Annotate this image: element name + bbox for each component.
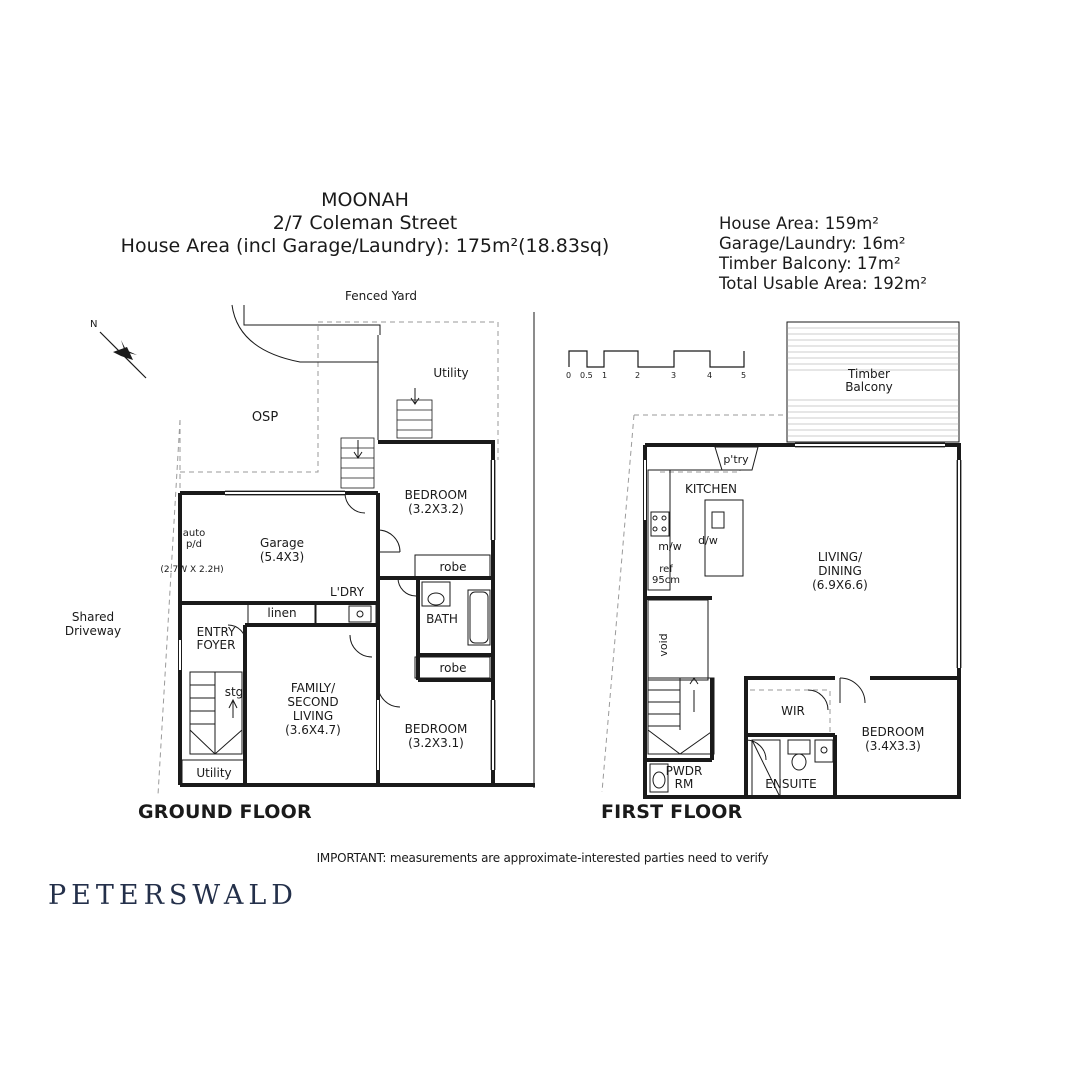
void-label: void [657,633,670,656]
north-label: N [90,319,97,330]
house-area-line: House Area (incl Garage/Laundry): 175m²(… [120,235,610,257]
auto-door-label-2: p/d [186,539,202,550]
entry-foyer-label-2: FOYER [197,638,236,652]
scale-bar [568,350,745,368]
robe2-label: robe [439,661,466,675]
bedroom-name: BEDROOM [862,725,925,739]
scale-tick: 2 [635,371,640,380]
family-size: (3.6X4.7) [285,723,341,737]
storage-label: stg [225,685,244,699]
laundry-label: L'DRY [330,585,365,599]
entry-foyer-label: ENTRY [197,625,236,639]
total-usable-area: Total Usable Area: 192m² [719,274,927,293]
door-size-label: (2.7W X 2.2H) [160,565,223,575]
linen-label: linen [267,606,296,620]
scale-bar-ticks: 0 0.5 1 2 3 4 5 [566,371,746,380]
bedroom1-size: (3.2X3.2) [408,502,464,516]
first-floor-plan: Timber Balcony p'try KITCHEN m/w d/w ref… [601,321,962,799]
scale-tick: 3 [671,371,676,380]
auto-door-label: auto [183,528,206,539]
ensuite-label: ENSUITE [765,777,816,791]
bedroom2-size: (3.2X3.1) [408,736,464,750]
fridge-label: ref [659,564,673,575]
bedroom-size: (3.4X3.3) [865,739,921,753]
powder-label: PWDR [666,764,703,778]
family-label-2: SECOND [287,695,338,709]
living-label-1: LIVING/ [818,550,863,564]
plan-header: MOONAH 2/7 Coleman Street House Area (in… [80,189,650,258]
address-line: 2/7 Coleman Street [272,212,458,234]
area-summary: House Area: 159m² Garage/Laundry: 16m² T… [719,214,927,294]
fenced-yard-label: Fenced Yard [345,289,417,303]
timber-balcony [786,321,960,443]
osp-label: OSP [252,410,278,425]
shared-driveway-label-2: Driveway [65,624,121,638]
bath-label: BATH [426,612,458,626]
garage-laundry-area: Garage/Laundry: 16m² [719,234,906,253]
family-label-1: FAMILY/ [291,681,336,695]
scale-tick: 0 [566,371,571,380]
ground-floor-title: GROUND FLOOR [138,801,312,823]
ground-floor-plan: Fenced Yard Utility OSP BEDROOM (3.2X3.2… [65,289,535,796]
robe1-label: robe [439,560,466,574]
living-size: (6.9X6.6) [812,578,868,592]
living-label-2: DINING [818,564,862,578]
bedroom1-name: BEDROOM [405,488,468,502]
family-label-3: LIVING [293,709,333,723]
balcony-label-2: Balcony [845,380,893,394]
upper-outline [601,414,831,793]
kitchen-fixtures [647,446,866,798]
ground-fixtures [179,492,491,786]
suburb-title: MOONAH [321,189,409,211]
fridge-size: 95cm [652,575,680,586]
bedroom2-name: BEDROOM [405,722,468,736]
wir-label: WIR [781,704,805,718]
scale-tick: 1 [602,371,607,380]
north-arrow-icon: N [90,319,147,379]
house-area: House Area: 159m² [719,214,879,233]
ground-window-lines [225,460,496,770]
measurement-disclaimer: IMPORTANT: measurements are approximate-… [316,851,769,865]
upper-windows [644,444,960,668]
scale-tick: 4 [707,371,712,380]
dishwasher-label: d/w [698,534,718,547]
powder-label-2: RM [675,777,694,791]
garage-name: Garage [260,536,304,550]
scale-tick: 5 [741,371,746,380]
ground-labels: Fenced Yard Utility OSP BEDROOM (3.2X3.2… [65,289,469,780]
brand-logo: PETERSWALD [48,880,298,911]
shared-driveway-label: Shared [72,610,114,624]
first-floor-title: FIRST FLOOR [601,801,743,823]
microwave-label: m/w [658,540,681,553]
scale-tick: 0.5 [580,371,593,380]
ground-windows [179,460,494,770]
site-boundary [157,321,499,796]
kitchen-label: KITCHEN [685,482,737,496]
garage-size: (5.4X3) [260,550,304,564]
pantry-label: p'try [723,453,749,466]
balcony-label: Timber [847,367,890,381]
utility-top-label: Utility [433,366,468,380]
upper-labels: Timber Balcony p'try KITCHEN m/w d/w ref… [652,367,924,791]
utility-bottom-label: Utility [196,766,231,780]
timber-balcony-area: Timber Balcony: 17m² [719,254,901,273]
